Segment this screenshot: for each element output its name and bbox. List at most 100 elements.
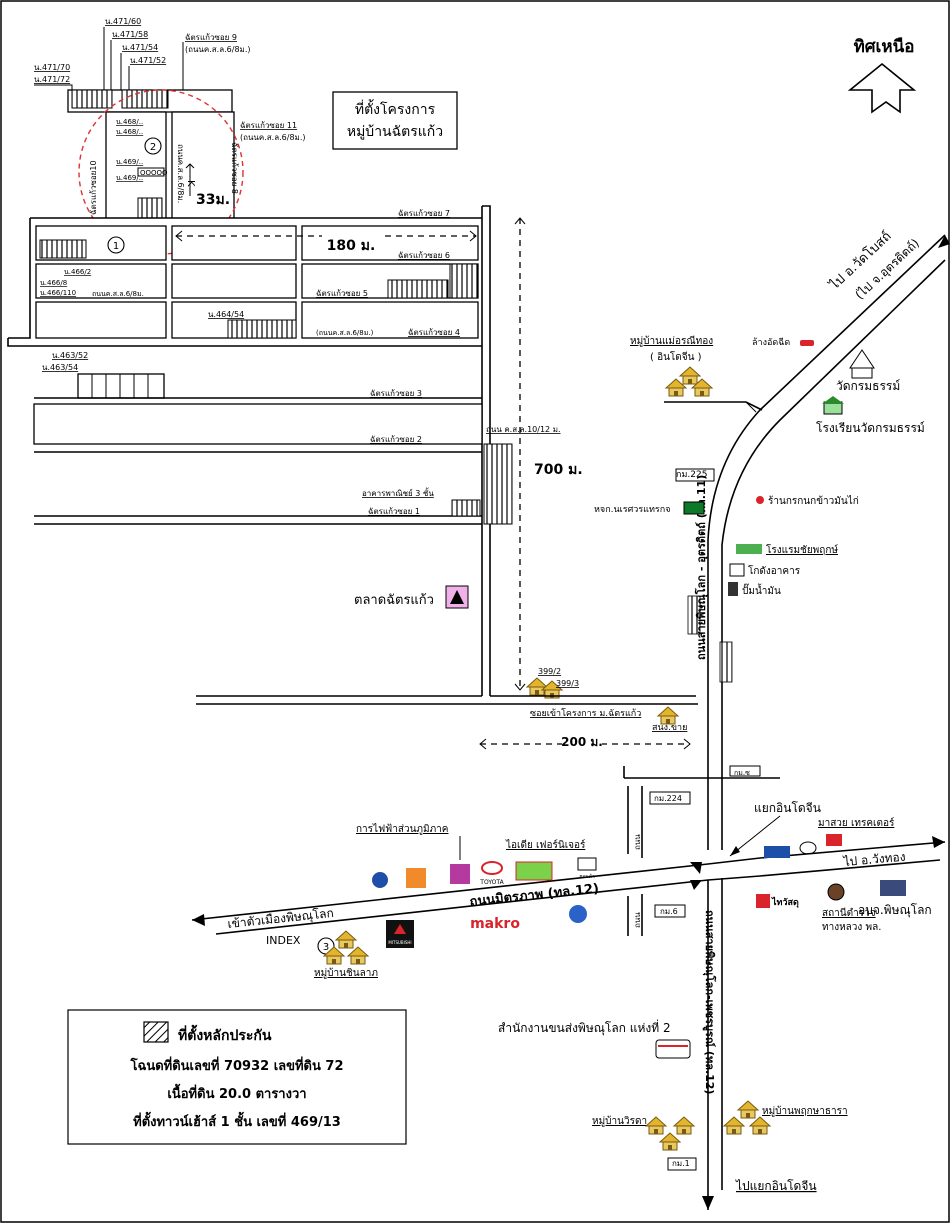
marker-2 [144, 137, 162, 155]
plot-label: น.466/110 [40, 289, 76, 297]
street-label: ฉัตรแก้วซอย 4 [408, 328, 460, 337]
marker-2-label: 2 [150, 142, 156, 153]
marker-1-label: 1 [113, 241, 119, 252]
plot-label: น.471/70 [34, 63, 70, 72]
street-label: อาคารพาณิชย์ 3 ชั้น [362, 487, 434, 498]
street-label: ฉัตรแก้วซอย 6 [398, 251, 450, 260]
north-arrow-icon [847, 62, 917, 114]
plot-label: น.471/52 [130, 56, 166, 65]
highway-11-label: ถนนสายพิษณุโลก - อุตรดิตถ์ (ทล.11) [694, 475, 709, 660]
distance-33: 33ม. [196, 192, 230, 208]
destination-label: ไปแยกอินโดจีน [735, 1179, 817, 1193]
gas-icon [728, 582, 738, 596]
plot-label: น.468/.. [116, 118, 143, 126]
bank-icon [569, 905, 587, 923]
street-label: ฉัตรแก้วซอย 1 [368, 507, 420, 516]
street-label: ฉัตรแก้วซอย 5 [316, 289, 368, 298]
makro-logo [472, 912, 518, 932]
hotel-icon [736, 544, 762, 554]
street-label: ถนน [633, 834, 642, 850]
place-label: หมู่บ้านชินลาภ [314, 967, 378, 979]
svg-text:makro: makro [470, 916, 520, 932]
car-icon [800, 340, 814, 346]
mazda-icon [764, 846, 790, 858]
svg-text:OOOOO: OOOOO [140, 169, 168, 177]
place-label: โกดังอาคาร [748, 564, 801, 577]
km-marker: กม.224 [654, 794, 682, 803]
place-label: สถานีตำรวจ [822, 907, 876, 919]
legend-line2: เนื้อที่ดิน 20.0 ตารางวา [167, 1083, 306, 1102]
street-label: (ถนนค.ส.ล.6/8ม.) [240, 133, 305, 142]
place-label: หมู่บ้านวิรดา [592, 1115, 647, 1127]
market-label: ตลาดฉัตรแก้ว [354, 593, 434, 608]
plot-label: 399/3 [556, 679, 579, 688]
km-marker: กม.225 [676, 470, 707, 480]
plot-label: น.464/54 [208, 310, 244, 319]
street-label: ถนนค.ส.ล.6/8ม. [176, 144, 185, 203]
svg-text:ฮอนด้า: ฮอนด้า [579, 873, 595, 880]
shop-icon [406, 868, 426, 888]
km-marker: กม.1 [672, 1159, 690, 1168]
legend-line3: ที่ตั้งทาวน์เฮ้าส์ 1 ชั้น เลขที่ 469/13 [133, 1111, 341, 1130]
plot-label: 399/2 [538, 667, 561, 676]
honda-icon: ฮอนด้า [577, 857, 597, 880]
street-label: ฉัตรแก้วซอย 11 [240, 121, 297, 130]
marker-3-label: 3 [323, 942, 329, 953]
plot-label: น.471/58 [112, 30, 148, 39]
plot-label: น.471/72 [34, 75, 70, 84]
street-label: ถนนค.ส.ล.6/8ม. [92, 290, 144, 298]
plot-label: น.466/8 [40, 279, 67, 287]
street-label: (ถนนค.ส.ล.6/8ม.) [316, 329, 374, 337]
distance-200: 200 ม. [561, 735, 603, 749]
place-label: สนง.ขาย [652, 723, 687, 733]
bus-icon [655, 1039, 691, 1059]
pea-icon [450, 864, 470, 884]
place-label: ล้างอัดฉีด [752, 337, 790, 348]
mazda-logo [799, 841, 817, 855]
street-label: (ถนนค.ส.ล.6/8ม.) [185, 45, 250, 54]
place-label: การไฟฟ้าส่วนภูมิภาค [356, 823, 448, 835]
legend-line1: โฉนดที่ดินเลขที่ 70932 เลขที่ดิน 72 [129, 1056, 343, 1074]
place-label: หจก.นเรศวรแทรกจ [594, 505, 670, 515]
street-label: ซอยเข้าโครงการ ม.ฉัตรแก้ว [530, 708, 641, 719]
police-icon [827, 883, 845, 901]
svg-text:K: K [185, 180, 196, 187]
thai-watsadu-icon [756, 894, 770, 908]
legend-box [67, 1009, 407, 1145]
place-label: โรงเรียนวัดกรมธรรม์ [816, 421, 925, 435]
street-label: ฉัตรแก้วซอย 8 [230, 142, 239, 194]
place-label: วัดกรมธรรม์ [836, 379, 900, 393]
place-label: ไอเดีย เฟอร์นิเจอร์ [505, 839, 586, 851]
plot-label: น.466/2 [64, 268, 91, 276]
plot-label: น.469/.. [116, 174, 143, 182]
place-label: ร้านกรกนกข้าวมันไก่ [768, 495, 859, 507]
distance-700: 700 ม. [534, 462, 583, 478]
place-label: มาสวย เทรคเตอร์ [818, 817, 895, 829]
street-label: ฉัตรแก้วซอย10 [89, 160, 98, 215]
plot-label: น.463/52 [52, 351, 88, 360]
ptt-icon [372, 872, 388, 888]
destination-label: ไป อ.วังทอง [842, 850, 906, 869]
street-label: ถนน [633, 912, 642, 928]
plot-label: น.469/.. [116, 158, 143, 166]
obj-icon [880, 880, 906, 896]
plot-label: น.468/.. [116, 128, 143, 136]
school-icon [822, 396, 844, 415]
plot-label: น.463/54 [42, 363, 78, 372]
project-title-box [332, 91, 458, 150]
street-label: ถนน ค.ส.ล.10/12 ม. [486, 425, 561, 434]
building-block [171, 111, 235, 221]
place-label: โรงแรมชัยพฤกษ์ [766, 543, 838, 556]
highway-12-vertical-label: ถนนสายพิษณุโลก-เพชรบูรณ์ (ทล.12) [702, 910, 717, 1094]
street-label: ฉัตรแก้วซอย 3 [370, 389, 422, 398]
project-title-line1: ที่ตั้งโครงการ [355, 99, 436, 118]
place-label: ทางหลวง พล. [822, 922, 881, 933]
place-label: อบจ.พิษณุโลก [858, 903, 932, 918]
toyota-icon: TOYOTA [479, 861, 505, 886]
street-label: ฉัตรแก้วซอย 9 [185, 33, 237, 42]
svg-text:TOYOTA: TOYOTA [479, 879, 504, 886]
warehouse-icon [729, 563, 745, 577]
index-label: INDEX [266, 934, 301, 947]
place-label: หมู่บ้านแม่อรณีทอง [630, 335, 713, 347]
